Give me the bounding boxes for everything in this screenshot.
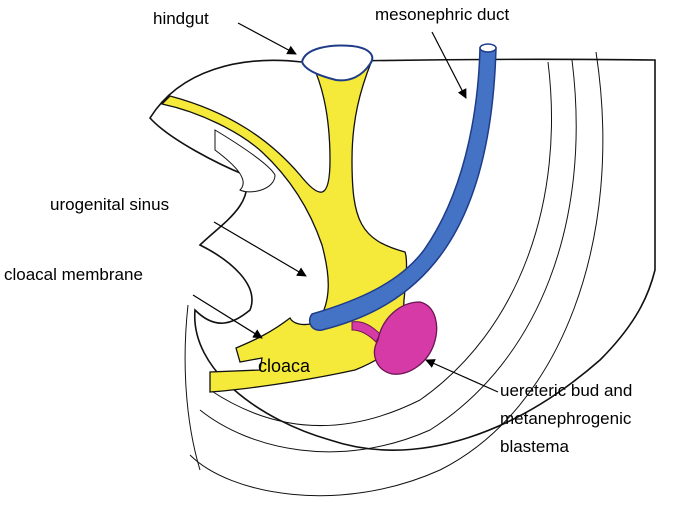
label-bud-line1: uereteric bud and: [500, 381, 633, 400]
arrow-urogenital-sinus: [213, 221, 307, 277]
arrow-mesonephric-duct: [431, 31, 467, 99]
label-cloaca: cloaca: [258, 356, 311, 376]
left-edge-line: [184, 304, 201, 471]
label-mesonephric-duct: mesonephric duct: [375, 5, 510, 24]
mesonephric-duct: [308, 47, 497, 331]
arrow-hindgut: [237, 22, 297, 55]
label-hindgut: hindgut: [153, 9, 209, 28]
label-cloacal-membrane: cloacal membrane: [4, 265, 143, 284]
duct-opening: [479, 43, 497, 53]
arrow-cloacal-membrane: [192, 294, 263, 339]
ureteric-bud: [351, 321, 381, 343]
hindgut-opening: [300, 44, 374, 82]
sinus-inner-fold: [214, 129, 276, 193]
metanephrogenic-blastema: [373, 301, 438, 375]
layer-line-outer: [189, 51, 604, 497]
layer-line-inner: [209, 61, 552, 426]
layer-line-middle: [199, 59, 577, 453]
label-bud-line3: blastema: [500, 437, 569, 456]
label-bud-line2: metanephrogenic: [500, 409, 632, 428]
label-urogenital-sinus: urogenital sinus: [50, 195, 170, 214]
arrow-ureteric-bud: [425, 359, 499, 393]
